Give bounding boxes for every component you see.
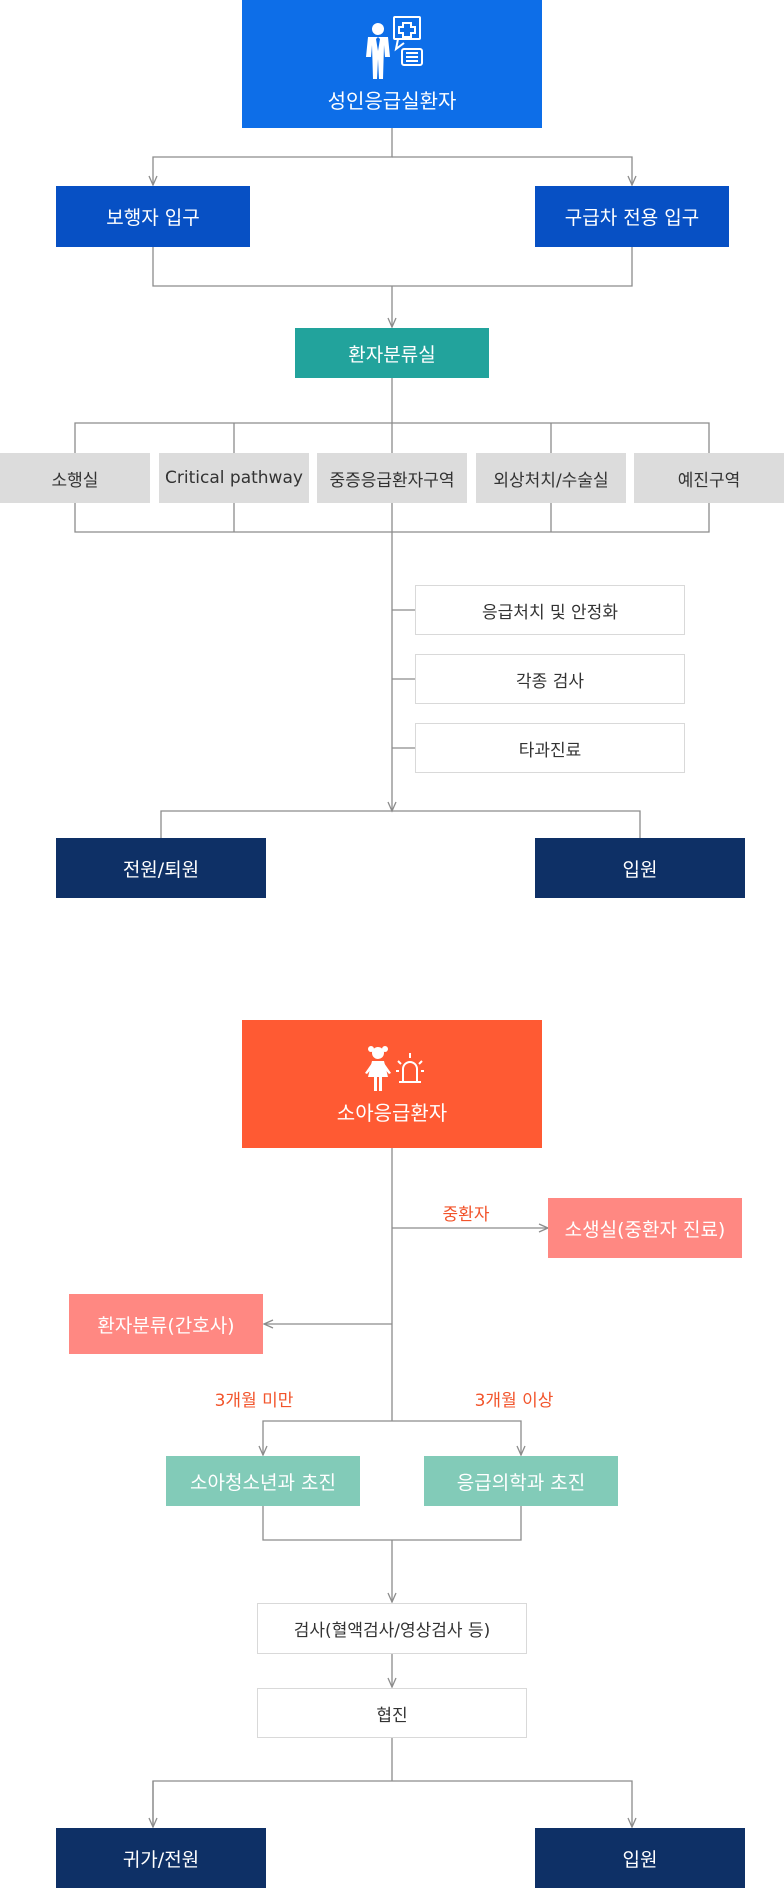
adult-header-box: 성인응급실환자 [242,0,542,128]
zone-box: 소행실 [0,453,150,503]
child-consult-box: 협진 [257,1688,527,1738]
zone-label: 예진구역 [677,470,741,491]
emergency-medicine-first-visit-box: 응급의학과 초진 [424,1456,618,1506]
child-exam-label: 검사(혈액검사/영상검사 등) [293,1621,491,1641]
step-box: 응급처치 및 안정화 [415,585,685,635]
entry-ambulance-box: 구급차 전용 입구 [535,186,729,247]
adult-outcome-admit-box: 입원 [535,838,745,898]
pediatrics-first-visit-label: 소아청소년과 초진 [190,1471,336,1494]
child-outcome-home-box: 귀가/전원 [56,1828,266,1888]
adult-outcome-transfer-box: 전원/퇴원 [56,838,266,898]
adult-header-title: 성인응급실환자 [327,88,457,113]
zone-box: 중증응급환자구역 [317,453,467,503]
doctor-cross-icon [366,15,423,79]
zone-box: Critical pathway [159,453,309,503]
zone-label: 소행실 [51,470,99,491]
zone-box: 예진구역 [634,453,784,503]
step-label: 응급처치 및 안정화 [482,602,618,623]
child-outcome-home-label: 귀가/전원 [122,1848,200,1871]
child-exam-box: 검사(혈액검사/영상검사 등) [257,1603,527,1654]
zone-label: Critical pathway [165,468,303,488]
entry-pedestrian-label: 보행자 입구 [106,207,200,229]
over-3-months-label: 3개월 이상 [474,1391,554,1411]
child-triage-box: 환자분류(간호사) [69,1294,263,1354]
severe-label: 중환자 [442,1205,490,1225]
step-label: 타과진료 [518,740,582,761]
resuscitation-room-box: 소생실(중환자 진료) [548,1198,742,1258]
adult-outcome-admit-label: 입원 [622,858,658,881]
under-3-months-label: 3개월 미만 [214,1391,294,1411]
zone-label: 외상처치/수술실 [493,470,609,491]
child-header-title: 소아응급환자 [336,1100,448,1125]
step-box: 타과진료 [415,723,685,773]
entry-ambulance-label: 구급차 전용 입구 [564,207,700,229]
step-box: 각종 검사 [415,654,685,704]
child-siren-icon [365,1045,424,1091]
child-triage-label: 환자분류(간호사) [97,1314,235,1337]
adult-triage-label: 환자분류실 [348,343,436,366]
zone-label: 중증응급환자구역 [329,470,455,491]
entry-pedestrian-box: 보행자 입구 [56,186,250,247]
child-outcome-admit-box: 입원 [535,1828,745,1888]
adult-triage-box: 환자분류실 [295,328,489,378]
resuscitation-room-label: 소생실(중환자 진료) [564,1218,726,1241]
child-consult-label: 협진 [376,1705,408,1726]
pediatrics-first-visit-box: 소아청소년과 초진 [166,1456,360,1506]
child-outcome-admit-label: 입원 [622,1848,658,1871]
adult-outcome-transfer-label: 전원/퇴원 [122,858,200,881]
step-label: 각종 검사 [516,671,584,692]
child-header-box: 소아응급환자 [242,1020,542,1148]
zone-box: 외상처치/수술실 [476,453,626,503]
emergency-medicine-first-visit-label: 응급의학과 초진 [456,1471,586,1494]
